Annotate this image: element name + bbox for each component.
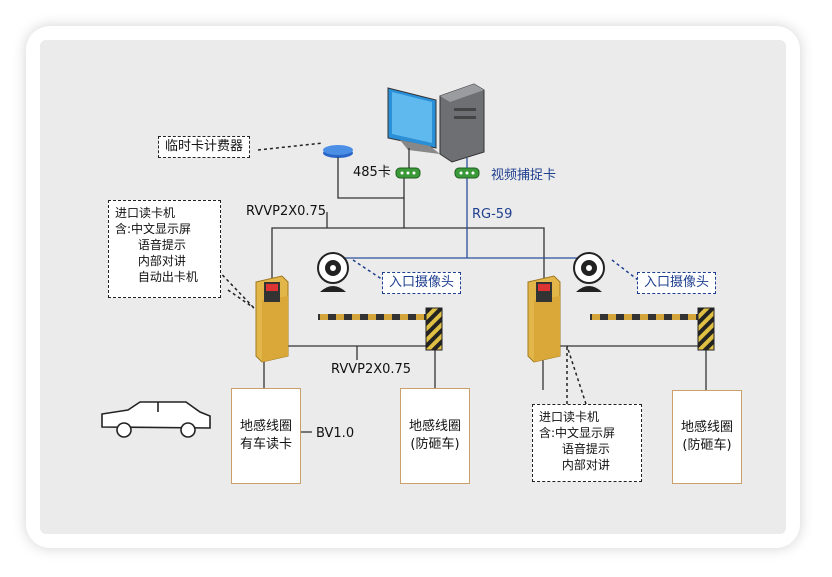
loop-anti1-line1: 地感线圈 — [408, 419, 461, 434]
loop-anti2-line2: (防砸车) — [682, 438, 732, 453]
loop-card-line1: 地感线圈 — [239, 419, 292, 434]
video-wires — [333, 158, 590, 259]
rs485-card-icon — [395, 167, 421, 179]
barrier-gate-right-icon — [590, 307, 715, 351]
camera-right-icon — [573, 252, 605, 292]
loop-card-box: 地感线圈 有车读卡 — [231, 388, 301, 484]
loop-anti-smash-box-left: 地感线圈 (防砸车) — [400, 388, 470, 484]
video-card-icon — [454, 167, 480, 179]
card-meter-icon — [323, 145, 353, 158]
card-reader-right-icon — [527, 275, 561, 363]
entrance-camera-right-label: 入口摄像头 — [637, 272, 717, 294]
car-icon — [101, 401, 211, 438]
computer-tower-icon — [439, 83, 485, 163]
cable-rvvp-mid-label: RVVP2X0.75 — [331, 362, 412, 377]
card-reader-left-icon — [255, 275, 289, 363]
entrance-camera-left-label: 入口摄像头 — [382, 272, 462, 294]
loop-anti1-line2: (防砸车) — [410, 437, 460, 452]
rs485-card-label: 485卡 — [353, 165, 391, 180]
video-capture-card-label: 视频捕捉卡 — [491, 168, 557, 183]
control-wires — [263, 148, 707, 433]
dashed-connectors — [209, 142, 587, 405]
cable-rg59-label: RG-59 — [472, 207, 513, 222]
cable-bv-label: BV1.0 — [316, 426, 355, 441]
cable-rvvp-top-label: RVVP2X0.75 — [246, 204, 327, 219]
right-reader-note: 进口读卡机 含:中文显示屏 语音提示 内部对讲 — [532, 404, 642, 482]
temp-card-meter-label: 临时卡计费器 — [158, 136, 251, 158]
loop-card-line2: 有车读卡 — [239, 437, 292, 452]
left-reader-note: 进口读卡机 含:中文显示屏 语音提示 内部对讲 自动出卡机 — [108, 200, 221, 298]
camera-left-icon — [317, 252, 349, 292]
loop-anti-smash-box-right: 地感线圈 (防砸车) — [672, 390, 742, 484]
monitor-icon — [387, 87, 440, 154]
barrier-gate-left-icon — [318, 307, 443, 351]
loop-anti2-line1: 地感线圈 — [680, 420, 733, 435]
camera-connectors — [352, 259, 639, 281]
